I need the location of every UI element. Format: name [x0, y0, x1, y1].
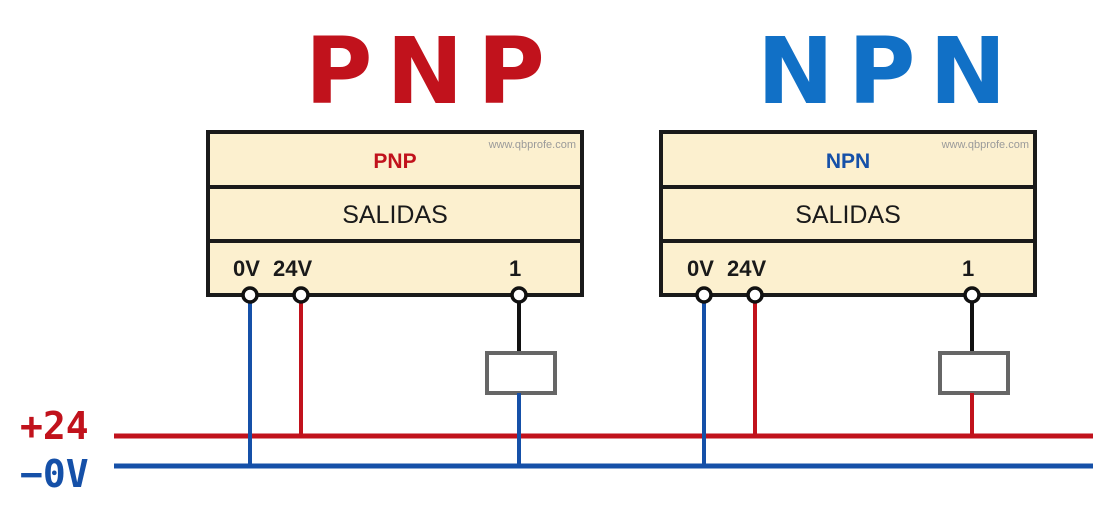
- npn-terminal-24v: [746, 286, 764, 304]
- pnp-module-label: PNP: [373, 150, 416, 173]
- pnp-terminal-1: [510, 286, 528, 304]
- npn-terminal-1: [963, 286, 981, 304]
- npn-terminal-0v-label: 0V: [687, 256, 714, 281]
- npn-module-box: [659, 130, 1037, 297]
- pnp-watermark: www.qbprofe.com: [488, 139, 576, 151]
- npn-module: NPN www.qbprofe.com SALIDAS 0V 24V 1: [659, 130, 1037, 466]
- pnp-terminal-0v-label: 0V: [233, 256, 260, 281]
- pnp-terminal-24v: [292, 286, 310, 304]
- pnp-terminal-1-label: 1: [509, 256, 521, 281]
- pnp-module: PNP www.qbprofe.com SALIDAS 0V 24V 1: [206, 130, 584, 466]
- pnp-load: [485, 351, 557, 395]
- npn-section-label: SALIDAS: [795, 201, 901, 229]
- npn-watermark: www.qbprofe.com: [941, 139, 1029, 151]
- npn-title: NPN: [757, 18, 1020, 125]
- npn-terminal-1-label: 1: [962, 256, 974, 281]
- rail-neg-label: −0V: [20, 452, 89, 496]
- npn-terminal-24v-label: 24V: [727, 256, 766, 281]
- rail-pos-label: +24: [20, 404, 89, 448]
- npn-load: [938, 351, 1010, 395]
- npn-module-label: NPN: [826, 150, 870, 173]
- npn-terminal-0v: [695, 286, 713, 304]
- pnp-terminal-24v-label: 24V: [273, 256, 312, 281]
- pnp-terminal-0v: [241, 286, 259, 304]
- pnp-title: PNP: [305, 18, 559, 125]
- pnp-module-box: [206, 130, 584, 297]
- pnp-section-label: SALIDAS: [342, 201, 448, 229]
